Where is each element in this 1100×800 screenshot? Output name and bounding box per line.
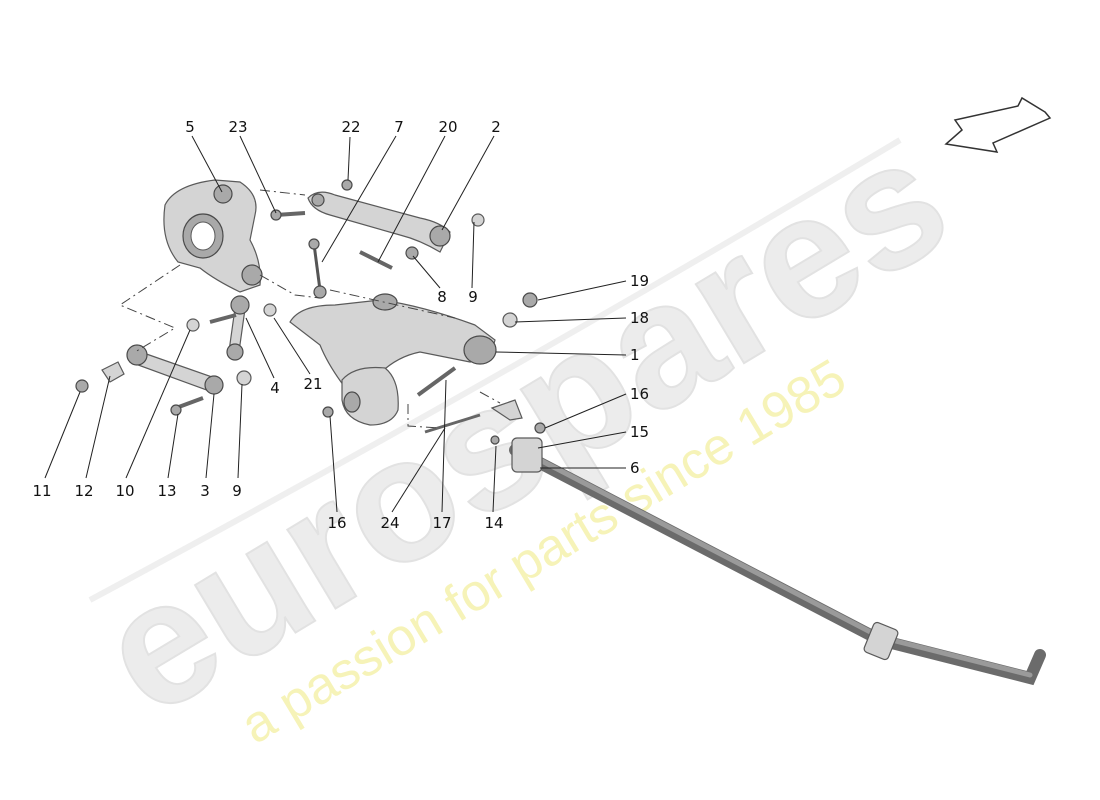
callout-7: 7 bbox=[394, 118, 404, 136]
toe-link-part bbox=[126, 344, 224, 395]
callout-19: 19 bbox=[630, 272, 649, 290]
callout-2: 2 bbox=[491, 118, 501, 136]
stabilizer-bar-part bbox=[509, 437, 1046, 686]
callout-13: 13 bbox=[157, 482, 176, 500]
callout-24: 24 bbox=[380, 514, 399, 532]
callout-8: 8 bbox=[437, 288, 447, 306]
callout-16-right: 16 bbox=[630, 385, 649, 403]
watermark-swoosh bbox=[88, 137, 902, 603]
callout-22: 22 bbox=[341, 118, 360, 136]
callout-11: 11 bbox=[32, 482, 51, 500]
drop-link-part bbox=[226, 295, 250, 361]
stabilizer-link-part bbox=[308, 238, 327, 299]
callout-10: 10 bbox=[115, 482, 134, 500]
lower-arm-part bbox=[289, 293, 497, 426]
fasteners bbox=[75, 179, 546, 445]
callout-17: 17 bbox=[432, 514, 451, 532]
callout-21: 21 bbox=[303, 375, 322, 393]
callout-9-lower: 9 bbox=[232, 482, 242, 500]
callout-18: 18 bbox=[630, 309, 649, 327]
assembly-lines bbox=[118, 189, 501, 429]
callout-14: 14 bbox=[484, 514, 503, 532]
callout-16-lower: 16 bbox=[327, 514, 346, 532]
leader-lines bbox=[44, 135, 627, 513]
callout-9-upper: 9 bbox=[468, 288, 478, 306]
callout-6: 6 bbox=[630, 459, 640, 477]
upper-arm-part bbox=[307, 191, 451, 253]
callout-3: 3 bbox=[200, 482, 210, 500]
callout-12: 12 bbox=[74, 482, 93, 500]
callout-labels: 5 23 22 7 20 2 8 9 19 18 1 16 15 6 4 21 … bbox=[32, 118, 649, 532]
callout-5: 5 bbox=[185, 118, 195, 136]
direction-arrow-icon bbox=[944, 96, 1052, 153]
callout-20: 20 bbox=[438, 118, 457, 136]
callout-1: 1 bbox=[630, 346, 640, 364]
callout-15: 15 bbox=[630, 423, 649, 441]
knuckle-part bbox=[163, 179, 263, 293]
callout-4: 4 bbox=[270, 379, 280, 397]
callout-23: 23 bbox=[228, 118, 247, 136]
